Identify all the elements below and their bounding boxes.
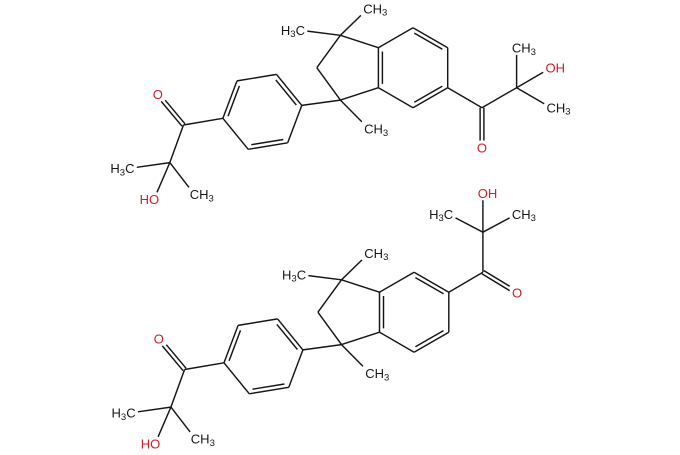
svg-text:O: O <box>512 286 522 301</box>
svg-text:CH3: CH3 <box>364 122 388 139</box>
svg-text:H3C: H3C <box>112 406 136 423</box>
svg-text:CH3: CH3 <box>191 432 215 449</box>
svg-text:O: O <box>477 140 487 155</box>
svg-text:H3C: H3C <box>429 207 453 224</box>
svg-text:CH3: CH3 <box>190 187 214 204</box>
svg-text:CH3: CH3 <box>547 100 571 117</box>
svg-text:HO: HO <box>140 192 160 207</box>
svg-text:OH: OH <box>546 61 566 76</box>
svg-text:CH3: CH3 <box>512 207 536 224</box>
svg-text:H3C: H3C <box>281 23 305 40</box>
svg-text:O: O <box>154 332 164 347</box>
svg-text:H3C: H3C <box>282 267 306 284</box>
svg-text:CH3: CH3 <box>363 1 387 18</box>
svg-text:CH3: CH3 <box>364 246 388 263</box>
svg-text:H3C: H3C <box>110 161 134 178</box>
svg-text:CH3: CH3 <box>365 366 389 383</box>
svg-text:CH3: CH3 <box>512 41 536 58</box>
svg-text:O: O <box>153 87 163 102</box>
svg-text:HO: HO <box>141 437 161 451</box>
svg-text:OH: OH <box>478 186 498 201</box>
